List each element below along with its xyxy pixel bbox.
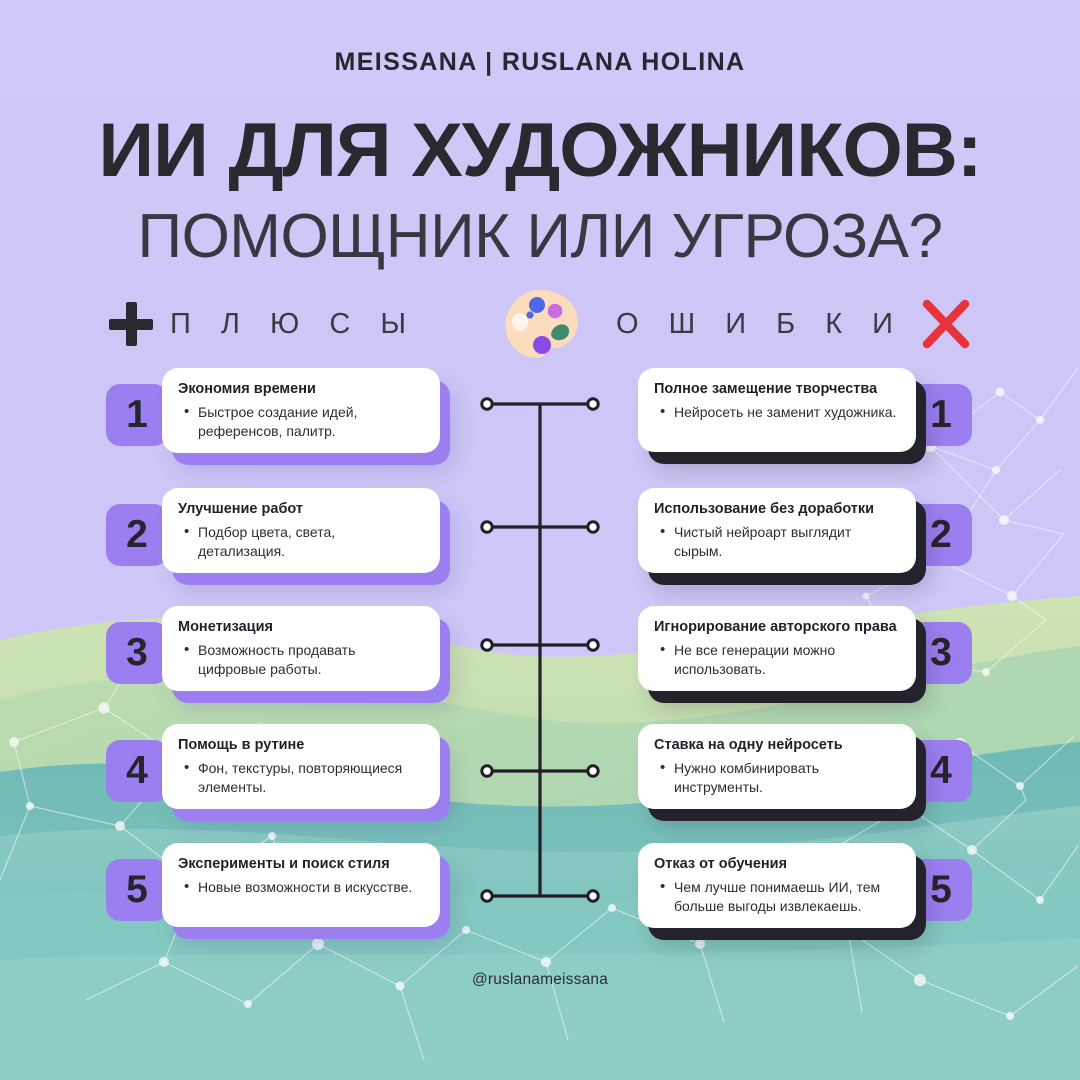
pros-card-3[interactable]: Монетизация Возможность продавать цифров… xyxy=(162,606,440,691)
column-header-pros: П Л Ю С Ы xyxy=(108,293,417,355)
cons-card-4[interactable]: Ставка на одну нейросеть Нужно комбиниро… xyxy=(638,724,916,809)
cons-item-4[interactable]: 4 Ставка на одну нейросеть Нужно комбини… xyxy=(628,724,972,828)
cons-badge-3: 3 xyxy=(910,622,972,684)
brand-title: MEISSANA | RUSLANA HOLINA xyxy=(334,48,746,76)
pros-badge-4: 4 xyxy=(106,740,168,802)
pros-card-title-1: Экономия времени xyxy=(178,381,316,397)
pros-badge-2: 2 xyxy=(106,504,168,566)
cons-card-title-1: Полное замещение творчества xyxy=(654,381,878,397)
pros-card-4[interactable]: Помощь в рутине Фон, текстуры, повторяющ… xyxy=(162,724,440,809)
pros-card-1[interactable]: Экономия времени Быстрое создание идей, … xyxy=(162,368,440,453)
pros-badge-1: 1 xyxy=(106,384,168,446)
social-handle: @ruslanameissana xyxy=(471,971,609,988)
cons-card-bullet-3: Не все генерации можно использовать. xyxy=(654,640,902,679)
cons-card-bullet-2: Чистый нейроарт выглядит сырым. xyxy=(654,522,902,561)
comparison-row: 5 Эксперименты и поиск стиля Новые возмо… xyxy=(0,843,1080,953)
pros-card-title-5: Эксперименты и поиск стиля xyxy=(178,856,390,872)
pros-item-1[interactable]: 1 Экономия времени Быстрое создание идей… xyxy=(106,368,446,472)
page-title: ИИ ДЛЯ ХУДОЖНИКОВ: xyxy=(98,108,982,193)
pros-card-5[interactable]: Эксперименты и поиск стиля Новые возможн… xyxy=(162,843,440,927)
cons-card-title-2: Использование без доработки xyxy=(654,501,875,517)
pros-item-4[interactable]: 4 Помощь в рутине Фон, текстуры, повторя… xyxy=(106,724,446,828)
artist-palette-icon xyxy=(505,290,578,358)
column-label-cons: О Ш И Б К И xyxy=(615,307,904,340)
cons-badge-5: 5 xyxy=(910,859,972,921)
cons-card-title-3: Игнорирование авторского права xyxy=(654,619,897,635)
cons-item-5[interactable]: 5 Отказ от обучения Чем лучше понимаешь … xyxy=(628,843,972,947)
cons-card-title-4: Ставка на одну нейросеть xyxy=(654,737,843,753)
close-x-icon xyxy=(922,299,970,349)
pros-card-bullet-4: Фон, текстуры, повторяющиеся элементы. xyxy=(178,758,426,797)
pros-item-2[interactable]: 2 Улучшение работ Подбор цвета, света, д… xyxy=(106,488,446,592)
cons-card-bullet-4: Нужно комбинировать инструменты. xyxy=(654,758,902,797)
cons-card-title-5: Отказ от обучения xyxy=(654,856,788,872)
cons-card-2[interactable]: Использование без доработки Чистый нейро… xyxy=(638,488,916,573)
cons-item-3[interactable]: 3 Игнорирование авторского права Не все … xyxy=(628,606,972,710)
cons-card-3[interactable]: Игнорирование авторского права Не все ге… xyxy=(638,606,916,691)
pros-badge-5: 5 xyxy=(106,859,168,921)
cons-card-bullet-1: Нейросеть не заменит художника. xyxy=(654,402,902,422)
comparison-row: 4 Помощь в рутине Фон, текстуры, повторя… xyxy=(0,724,1080,834)
pros-card-bullet-2: Подбор цвета, света, детализация. xyxy=(178,522,426,561)
cons-badge-1: 1 xyxy=(910,384,972,446)
pros-card-bullet-1: Быстрое создание идей, референсов, палит… xyxy=(178,402,426,441)
pros-card-2[interactable]: Улучшение работ Подбор цвета, света, дет… xyxy=(162,488,440,573)
comparison-row: 2 Улучшение работ Подбор цвета, света, д… xyxy=(0,488,1080,598)
cons-card-bullet-5: Чем лучше понимаешь ИИ, тем больше выгод… xyxy=(654,877,902,916)
pros-card-title-2: Улучшение работ xyxy=(178,501,303,517)
column-header-cons: О Ш И Б К И xyxy=(616,293,972,355)
plus-icon xyxy=(108,301,154,347)
column-label-pros: П Л Ю С Ы xyxy=(170,307,418,340)
pros-item-5[interactable]: 5 Эксперименты и поиск стиля Новые возмо… xyxy=(106,843,446,947)
cons-item-1[interactable]: 1 Полное замещение творчества Нейросеть … xyxy=(628,368,972,472)
cons-item-2[interactable]: 2 Использование без доработки Чистый ней… xyxy=(628,488,972,592)
cons-badge-2: 2 xyxy=(910,504,972,566)
pros-card-title-4: Помощь в рутине xyxy=(178,737,305,753)
pros-badge-3: 3 xyxy=(106,622,168,684)
cons-card-1[interactable]: Полное замещение творчества Нейросеть не… xyxy=(638,368,916,452)
pros-card-bullet-3: Возможность продавать цифровые работы. xyxy=(178,640,426,679)
cons-card-5[interactable]: Отказ от обучения Чем лучше понимаешь ИИ… xyxy=(638,843,916,928)
comparison-row: 3 Монетизация Возможность продавать цифр… xyxy=(0,606,1080,716)
comparison-row: 1 Экономия времени Быстрое создание идей… xyxy=(0,368,1080,478)
pros-card-title-3: Монетизация xyxy=(178,619,273,635)
cons-badge-4: 4 xyxy=(910,740,972,802)
page-subtitle: ПОМОЩНИК ИЛИ УГРОЗА? xyxy=(137,202,943,271)
pros-item-3[interactable]: 3 Монетизация Возможность продавать цифр… xyxy=(106,606,446,710)
pros-card-bullet-5: Новые возможности в искусстве. xyxy=(178,877,426,897)
